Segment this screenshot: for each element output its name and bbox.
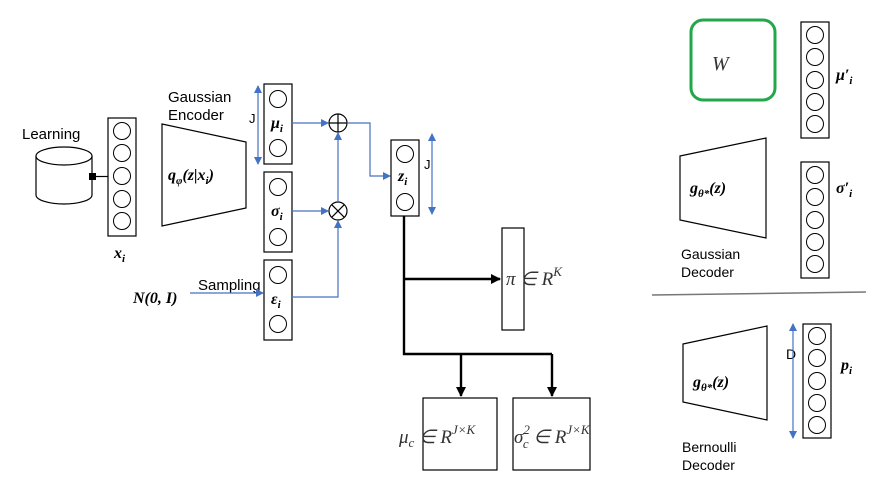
noise-label: N(0, I) (132, 290, 177, 307)
gaussian-encoder-label-2: Encoder (168, 107, 224, 124)
gaussian-decoder-label-1: Gaussian (681, 246, 740, 262)
pi-label: π ∈ RK (506, 264, 563, 290)
j-dimension-label-mu: J (249, 111, 256, 126)
gmm-connectors (402, 216, 557, 397)
sigma-i-label: σi (271, 203, 284, 223)
mu-prime-vector (800, 21, 830, 139)
sigma-c-parameter-box (512, 397, 591, 471)
z-vector (390, 139, 420, 217)
gaussian-decoder-trapezoid (679, 137, 767, 239)
encoder-trapezoid (161, 123, 247, 227)
gaussian-decoder-label-2: Decoder (681, 264, 734, 280)
epsilon-i-label: εi (271, 291, 282, 311)
mu-c-label: μc ∈ RJ×K (398, 422, 477, 450)
input-vector-x (107, 117, 137, 237)
divider-line (651, 291, 867, 296)
bernoulli-decoder-g-label: gθ*(z) (692, 374, 729, 394)
mu-prime-label: μ′i (835, 67, 853, 87)
plus-operator (328, 113, 348, 133)
gaussian-decoder-g-label: gθ*(z) (689, 180, 726, 200)
database-icon (35, 146, 108, 205)
bernoulli-decoder-label-1: Bernoulli (682, 439, 736, 455)
reparam-arrows (292, 119, 391, 298)
times-operator (328, 201, 348, 221)
mu-i-label: μi (270, 115, 284, 135)
z-i-label: zi (397, 168, 408, 188)
p-vector (802, 323, 832, 439)
encoder-q-label: qφ(z|xi) (168, 167, 214, 187)
mu-c-parameter-box (422, 397, 498, 471)
x-i-label: xi (113, 245, 126, 265)
epsilon-vector (263, 259, 293, 341)
w-parameter-box (689, 18, 777, 102)
mu-vector (263, 83, 293, 165)
p-i-label: pi (839, 357, 853, 377)
sigma-prime-vector (800, 161, 830, 279)
j-dimension-label-z: J (424, 157, 431, 172)
sampling-label: Sampling (198, 277, 261, 294)
learning-label: Learning (22, 126, 80, 143)
sigma-prime-label: σ′i (836, 180, 853, 200)
d-dimension-label: D (786, 346, 796, 362)
bernoulli-decoder-trapezoid (682, 325, 768, 421)
gaussian-encoder-label-1: Gaussian (168, 89, 231, 106)
w-label: W (712, 53, 731, 75)
pi-parameter-box (501, 227, 525, 331)
sigma-vector (263, 171, 293, 253)
bernoulli-decoder-label-2: Decoder (682, 457, 735, 473)
